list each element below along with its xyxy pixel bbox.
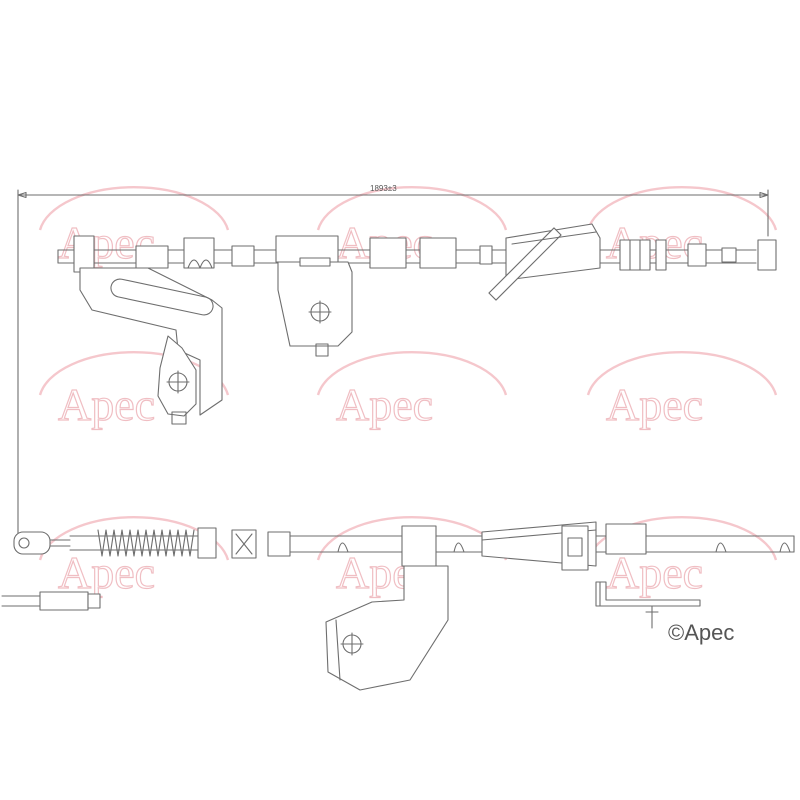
- watermark-text: Apec: [58, 379, 155, 430]
- ferrule: [369, 237, 407, 269]
- watermark-text: Apec: [58, 547, 155, 598]
- ferrule: [183, 237, 215, 269]
- watermark-tile: Apec: [586, 186, 778, 269]
- protective-boot: [481, 521, 597, 571]
- right-mounting-bracket: [595, 523, 701, 629]
- watermark-tile: Apec: [586, 351, 778, 431]
- ferrule: [231, 245, 255, 267]
- cable-side-view: [13, 521, 795, 691]
- watermark-text: Apec: [336, 379, 433, 430]
- angled-bracket: [325, 525, 449, 691]
- dimension-label: 1893±3: [370, 184, 397, 193]
- watermark-text: Apec: [606, 547, 703, 598]
- return-spring: [69, 527, 217, 559]
- adjuster-fitting: [231, 529, 291, 559]
- grommet-cone: [488, 223, 601, 301]
- watermark-tile: Apec: [316, 186, 508, 269]
- copyright-label: ©Apec: [668, 620, 735, 645]
- watermark-text: Apec: [606, 379, 703, 430]
- right-end-fitting: [619, 239, 777, 271]
- cable-top-view: [57, 223, 777, 425]
- left-mounting-bracket: [73, 235, 223, 425]
- ferrule: [419, 237, 457, 269]
- end-view-detail: [1, 591, 101, 611]
- watermark-tile: Apec: [316, 351, 508, 431]
- dimension-line: 1893±3: [17, 184, 769, 541]
- ferrule: [135, 245, 169, 269]
- watermark-tile: Apec: [586, 516, 778, 599]
- centre-clip-bracket: [275, 235, 353, 357]
- ferrule: [479, 245, 493, 265]
- eye-terminal: [13, 531, 71, 555]
- watermark-layer: Apec Apec Apec Apec Apec Apec Apec Apec: [38, 186, 778, 599]
